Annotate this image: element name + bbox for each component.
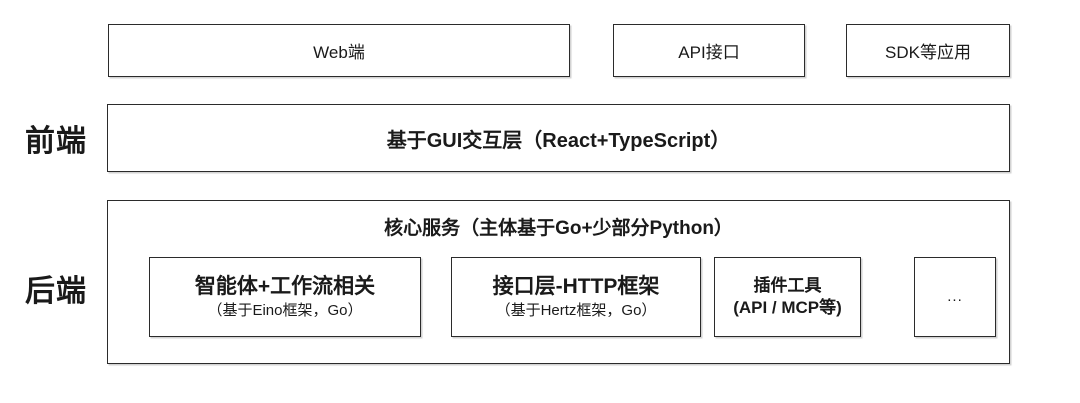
agent-workflow-module-title: 智能体+工作流相关 <box>194 275 376 299</box>
http-framework-module-subtitle: （基于Hertz框架，Go） <box>495 301 657 319</box>
plugin-tools-module-title: 插件工具 <box>753 276 822 296</box>
agent-workflow-module-subtitle: （基于Eino框架，Go） <box>207 301 363 319</box>
sdk-apps-box: SDK等应用 <box>846 24 1010 77</box>
backend-section-label: 后端 <box>25 275 87 308</box>
http-framework-module-title: 接口层-HTTP框架 <box>492 275 660 299</box>
ellipsis-module-box: ... <box>914 257 996 337</box>
web-client-box: Web端 <box>108 24 570 77</box>
plugin-tools-module-subtitle: (API / MCP等) <box>733 297 842 317</box>
agent-workflow-module-box: 智能体+工作流相关 （基于Eino框架，Go） <box>149 257 421 337</box>
api-interface-box: API接口 <box>613 24 805 77</box>
backend-core-services-title: 核心服务（主体基于Go+少部分Python） <box>384 218 733 239</box>
plugin-tools-module-box: 插件工具 (API / MCP等) <box>714 257 861 337</box>
backend-core-services-box: 核心服务（主体基于Go+少部分Python） 智能体+工作流相关 （基于Eino… <box>107 200 1010 364</box>
http-framework-module-box: 接口层-HTTP框架 （基于Hertz框架，Go） <box>451 257 701 337</box>
frontend-section-label: 前端 <box>25 125 87 158</box>
frontend-gui-layer-box: 基于GUI交互层（React+TypeScript） <box>107 104 1010 172</box>
